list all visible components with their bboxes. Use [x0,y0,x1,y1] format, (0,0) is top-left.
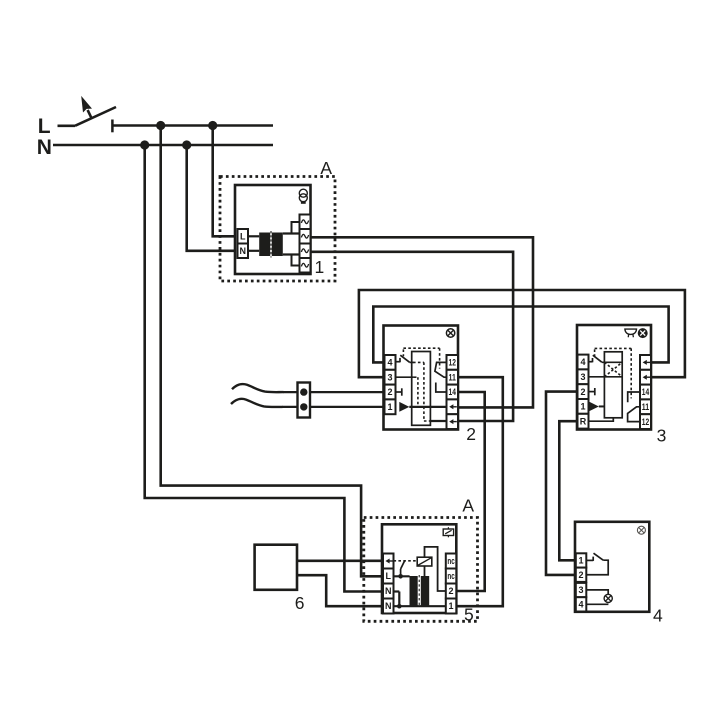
svg-text:nc: nc [447,556,454,566]
svg-text:12: 12 [642,417,649,427]
svg-text:4: 4 [387,358,392,368]
svg-text:A: A [320,158,332,178]
svg-text:N: N [385,601,392,611]
svg-text:R: R [580,416,587,426]
svg-text:2: 2 [580,387,585,397]
svg-text:14: 14 [642,387,649,397]
svg-text:A: A [462,496,474,516]
svg-text:1: 1 [387,402,392,412]
svg-text:4: 4 [580,357,585,367]
svg-text:3: 3 [579,585,584,595]
svg-text:4: 4 [579,600,584,610]
svg-text:N: N [385,586,392,596]
svg-text:14: 14 [449,387,456,397]
svg-text:1: 1 [579,556,584,566]
svg-text:12: 12 [449,358,456,368]
svg-text:3: 3 [387,372,392,382]
svg-text:11: 11 [642,402,649,412]
svg-text:5: 5 [464,604,474,624]
svg-text:6: 6 [295,593,305,613]
svg-text:1: 1 [449,601,454,611]
svg-text:2: 2 [387,387,392,397]
svg-text:N: N [240,246,247,256]
svg-text:2: 2 [466,424,476,444]
svg-text:L: L [38,115,51,138]
svg-text:11: 11 [449,372,456,382]
svg-text:L: L [240,231,246,241]
svg-text:3: 3 [657,426,667,446]
svg-text:1: 1 [315,257,325,277]
svg-text:2: 2 [579,570,584,580]
svg-text:2: 2 [449,586,454,596]
svg-text:nc: nc [447,571,454,581]
svg-text:L: L [386,571,392,581]
svg-text:N: N [37,136,52,159]
svg-text:3: 3 [580,372,585,382]
svg-text:4: 4 [653,606,663,626]
svg-text:1: 1 [580,402,585,412]
